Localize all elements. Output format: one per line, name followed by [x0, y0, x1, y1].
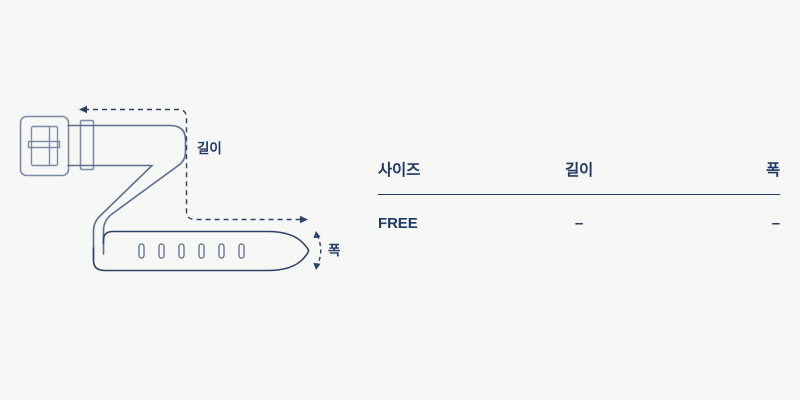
- belt-hole: [158, 243, 165, 259]
- column-header-size: 사이즈: [378, 158, 512, 195]
- belt-strap-top-upper-edge: [67, 124, 187, 255]
- size-chart: 사이즈 길이 폭 FREE – –: [378, 158, 780, 232]
- width-label: 폭: [328, 243, 340, 258]
- belt-hole: [198, 243, 205, 259]
- belt-hole: [238, 243, 245, 259]
- buckle-prong-bar: [27, 140, 61, 149]
- cell-length: –: [574, 215, 584, 232]
- belt-size-diagram: 길이 폭: [19, 105, 340, 272]
- belt-hole: [138, 243, 145, 259]
- belt-holes: [138, 243, 245, 259]
- belt-strap-bottom-upper-edge: [102, 230, 310, 252]
- belt-hole: [178, 243, 185, 259]
- cell-width: –: [771, 215, 780, 232]
- belt-strap-top-lower-edge: [67, 164, 154, 260]
- size-chart-body: FREE – –: [378, 195, 780, 232]
- buckle-inner-plate: [30, 125, 59, 167]
- width-dimension-arrow: [313, 231, 322, 270]
- buckle-outer-frame: [19, 115, 70, 177]
- cell-size: FREE: [378, 215, 418, 232]
- table-header-row: 사이즈 길이 폭: [378, 158, 780, 195]
- belt-strap-bottom-lower-edge: [92, 247, 310, 272]
- size-chart-table: 사이즈 길이 폭 FREE – –: [378, 158, 780, 232]
- column-header-width: 폭: [646, 158, 780, 195]
- size-chart-head: 사이즈 길이 폭: [378, 158, 780, 195]
- column-header-length: 길이: [512, 158, 646, 195]
- length-label: 길이: [197, 140, 222, 156]
- table-row: FREE – –: [378, 195, 780, 232]
- belt-hole: [218, 243, 225, 259]
- length-dimension-arrow: [79, 105, 308, 224]
- keeper-loop: [79, 119, 95, 171]
